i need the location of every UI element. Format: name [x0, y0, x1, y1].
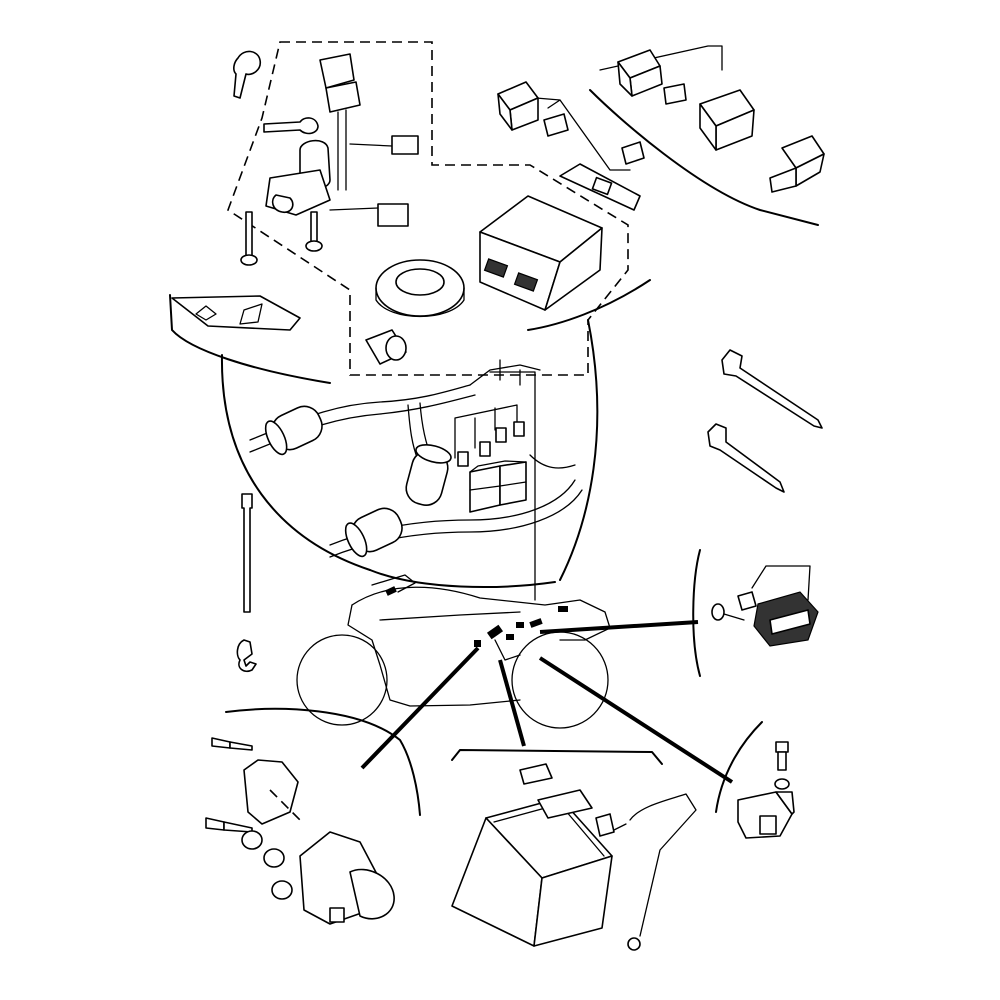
motorcycle-silhouette [296, 574, 611, 729]
relay-callout [539, 549, 819, 677]
switch-callout [538, 656, 795, 839]
cable-tie-left [236, 493, 257, 673]
wiring-harness-callout [220, 319, 599, 601]
connectors-callout [497, 45, 825, 226]
sensor-callout [205, 646, 480, 925]
main-switch-ecu-callout [169, 41, 651, 384]
cable-ties-right [707, 349, 823, 493]
connection-markers [385, 586, 568, 647]
battery-callout [451, 659, 697, 951]
